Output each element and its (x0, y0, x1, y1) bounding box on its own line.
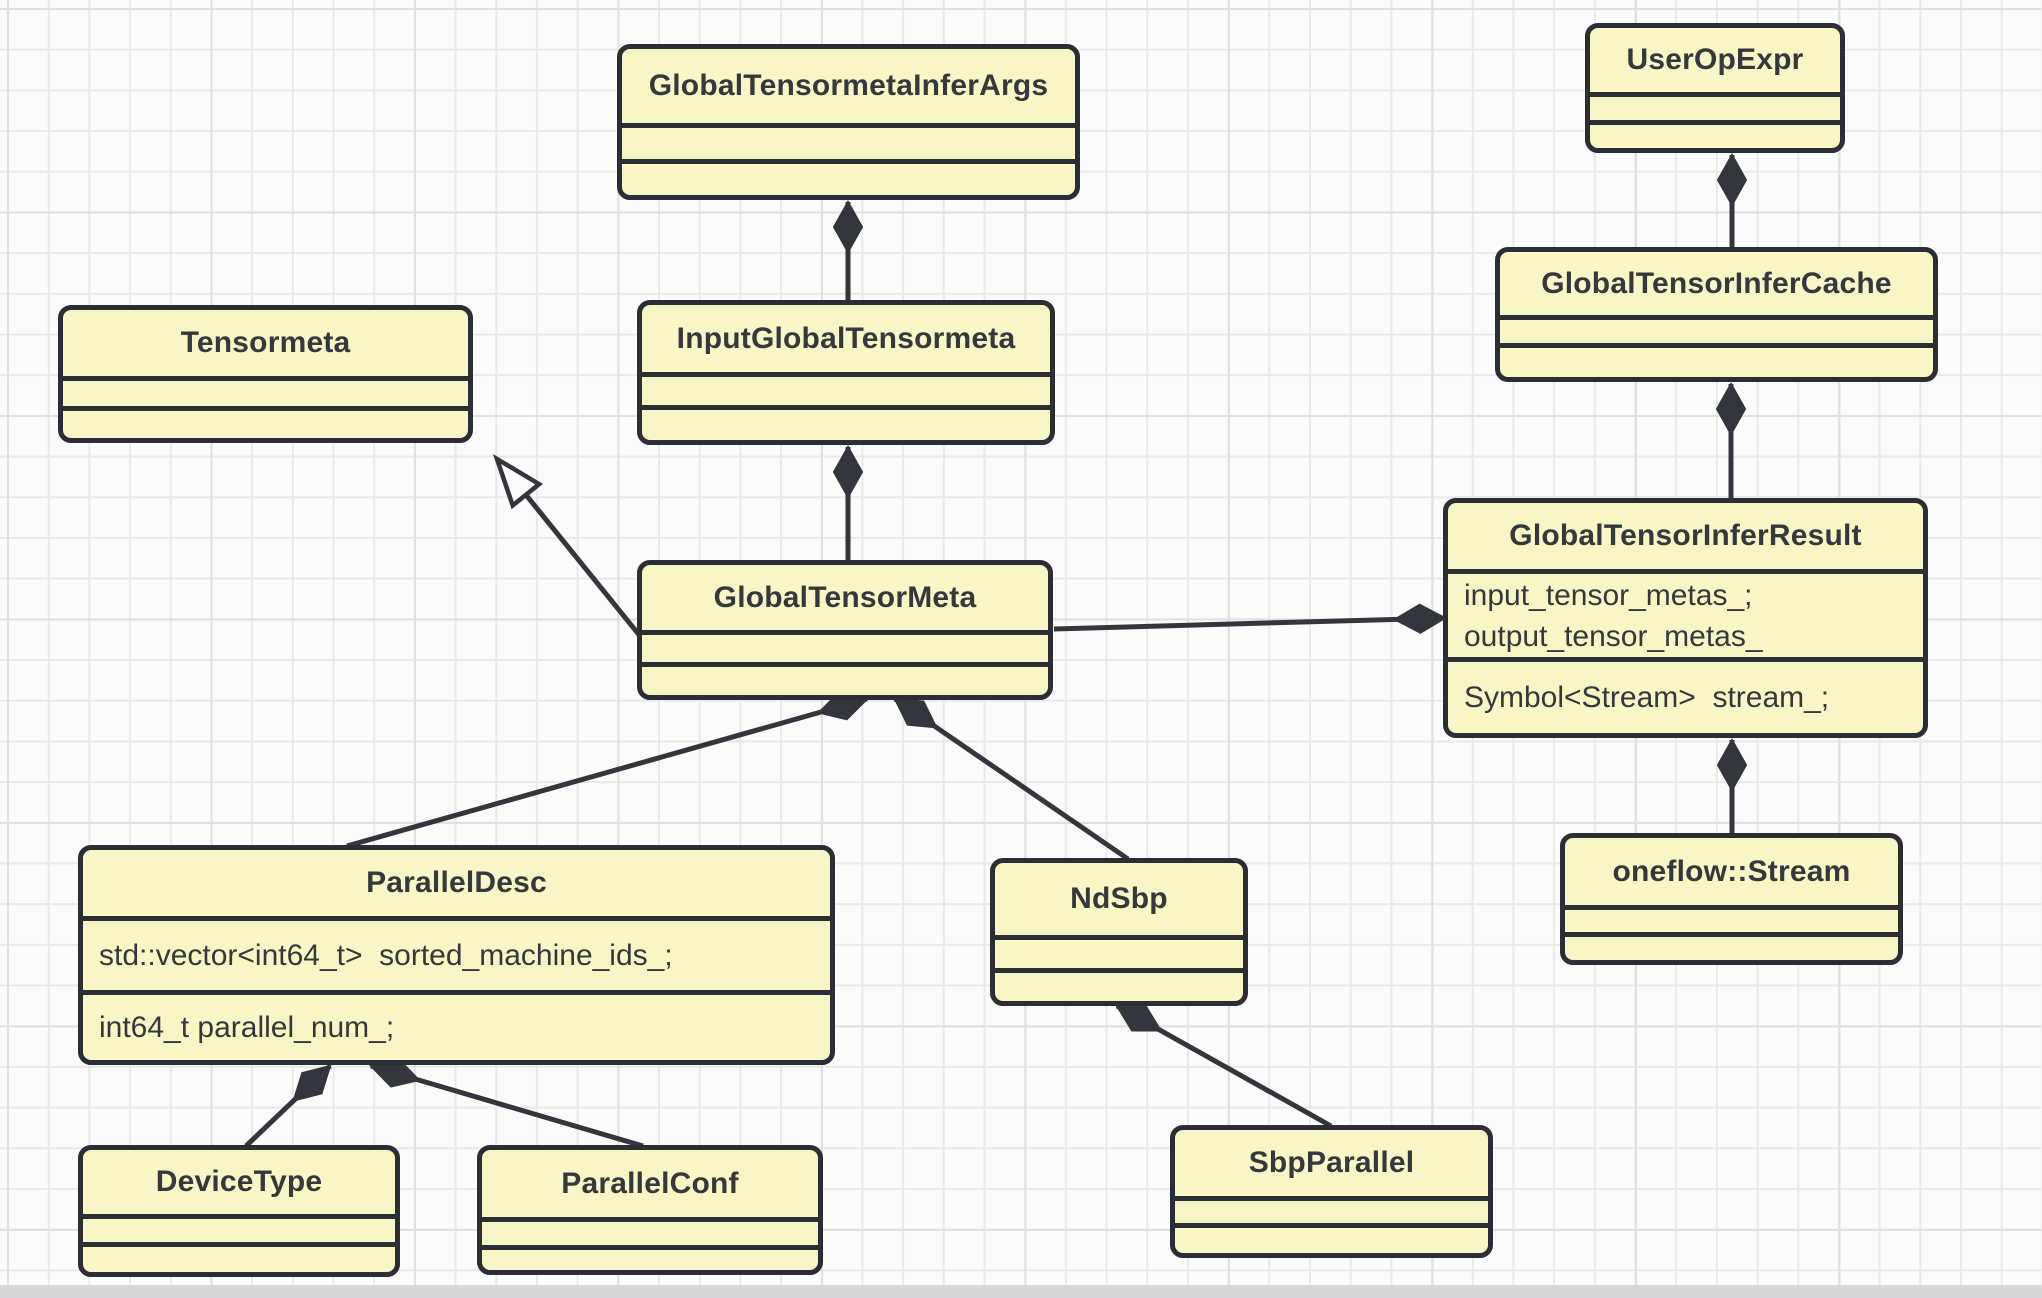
class-compartment (63, 376, 468, 406)
class-title: GlobalTensorInferCache (1541, 266, 1892, 300)
class-attributes: Symbol<Stream> stream_; (1448, 657, 1923, 733)
edge-result-contains-globaltensormeta[interactable] (1053, 603, 1448, 634)
class-ndsbp[interactable]: NdSbp (990, 858, 1248, 1006)
class-compartment (1500, 315, 1933, 343)
class-compartment (482, 1245, 818, 1270)
class-compartment (995, 935, 1243, 968)
class-title: GlobalTensormetaInferArgs (648, 69, 1049, 102)
class-title: GlobalTensorMeta (713, 580, 977, 614)
class-title: oneflow::Stream (1612, 854, 1851, 888)
class-compartment (1590, 92, 1840, 120)
class-attributes: std::vector<int64_t> sorted_machine_ids_… (83, 916, 830, 990)
class-compartment (995, 968, 1243, 1001)
class-title: Tensormeta (180, 326, 351, 359)
class-tensormeta[interactable]: Tensormeta (58, 305, 473, 443)
class-title: SbpParallel (1248, 1146, 1415, 1179)
class-paralleldesc[interactable]: ParallelDesc std::vector<int64_t> sorted… (78, 845, 835, 1065)
class-compartment (622, 159, 1075, 195)
class-compartment (642, 662, 1048, 695)
class-attributes: input_tensor_metas_; output_tensor_metas… (1448, 569, 1923, 657)
class-compartment (482, 1217, 818, 1245)
class-compartment (1175, 1196, 1488, 1223)
class-oneflow-stream[interactable]: oneflow::Stream (1560, 833, 1903, 965)
class-globaltensorinferresult[interactable]: GlobalTensorInferResult input_tensor_met… (1443, 498, 1928, 738)
class-useropexpr[interactable]: UserOpExpr (1585, 23, 1845, 153)
class-compartment (83, 1242, 395, 1272)
attribute-line: input_tensor_metas_; (1464, 578, 1753, 612)
class-parallelconf[interactable]: ParallelConf (477, 1145, 823, 1275)
class-title: ParallelConf (561, 1166, 739, 1200)
attribute-line: std::vector<int64_t> sorted_machine_ids_… (99, 939, 673, 972)
edge-globaltensormeta-inherits-tensormeta[interactable] (492, 453, 642, 638)
class-compartment (642, 630, 1048, 662)
class-compartment (642, 372, 1050, 405)
class-compartment (642, 405, 1050, 440)
class-globaltensormeta[interactable]: GlobalTensorMeta (637, 560, 1053, 700)
edge-globaltensormeta-contains-ndsbp[interactable] (893, 696, 1130, 862)
attribute-line: Symbol<Stream> stream_; (1464, 681, 1830, 714)
edge-globaltensormeta-contains-paralleldesc[interactable] (346, 691, 869, 849)
class-compartment (1565, 905, 1898, 932)
bottom-scrollbar[interactable] (0, 1285, 2042, 1298)
class-attributes: int64_t parallel_num_; (83, 990, 830, 1060)
class-title: GlobalTensorInferResult (1509, 519, 1862, 552)
class-title: ParallelDesc (366, 866, 547, 899)
class-title: NdSbp (1070, 882, 1168, 915)
class-compartment (83, 1214, 395, 1242)
class-title: UserOpExpr (1626, 43, 1804, 76)
class-compartment (1565, 932, 1898, 960)
class-compartment (1175, 1223, 1488, 1253)
class-compartment (1500, 343, 1933, 377)
class-sbpparallel[interactable]: SbpParallel (1170, 1125, 1493, 1258)
edge-ndsbp-contains-sbpparallel[interactable] (1115, 1003, 1333, 1129)
class-inputglobaltensormeta[interactable]: InputGlobalTensormeta (637, 300, 1055, 445)
class-compartment (63, 406, 468, 438)
edge-paralleldesc-contains-parallelconf[interactable] (369, 1058, 644, 1149)
attribute-line: int64_t parallel_num_; (99, 1011, 395, 1044)
class-title: DeviceType (155, 1165, 323, 1198)
class-title: InputGlobalTensormeta (676, 321, 1016, 355)
class-globaltensormetainferargs[interactable]: GlobalTensormetaInferArgs (617, 44, 1080, 200)
class-devicetype[interactable]: DeviceType (78, 1145, 400, 1277)
edge-paralleldesc-contains-devicetype[interactable] (244, 1064, 332, 1148)
class-globaltensorinfercache[interactable]: GlobalTensorInferCache (1495, 247, 1938, 382)
class-compartment (622, 123, 1075, 159)
class-compartment (1590, 120, 1840, 148)
attribute-line: output_tensor_metas_ (1464, 619, 1763, 653)
